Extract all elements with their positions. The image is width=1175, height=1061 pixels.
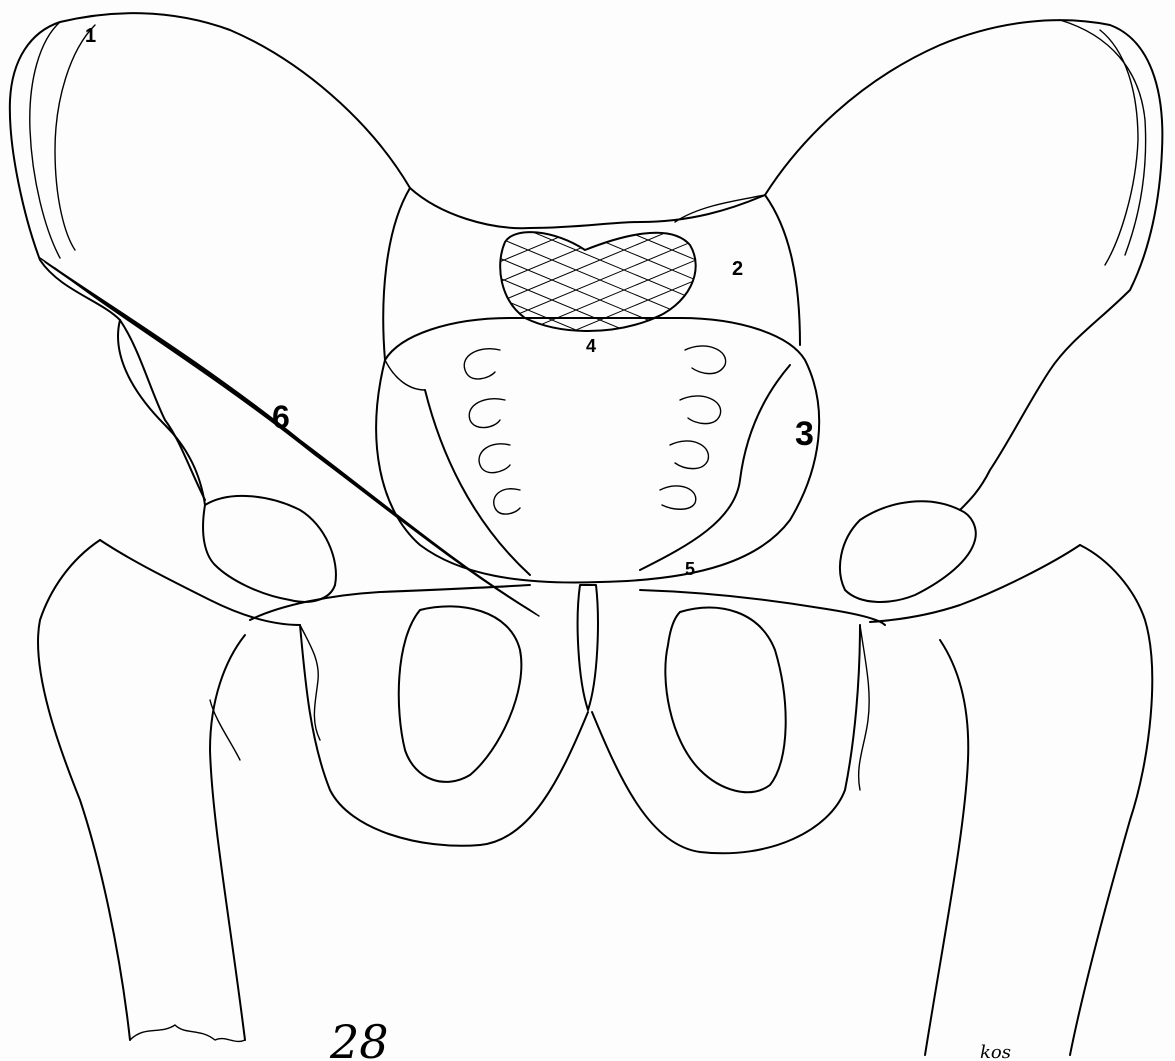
label-6: 6 <box>272 399 290 435</box>
right-iliac-wing <box>765 20 1162 510</box>
left-ischial-detail <box>300 625 320 740</box>
sacrum-outer-outline <box>376 318 819 583</box>
sacral-foramina-right <box>660 346 726 509</box>
right-obturator-foramen <box>665 608 785 793</box>
sacrum-inner-right <box>640 365 790 570</box>
sacral-foramina-left <box>464 349 520 514</box>
label-4: 4 <box>586 336 596 356</box>
sacrum-left-border <box>383 188 410 360</box>
right-iliac-crest-inner <box>1060 20 1146 255</box>
right-femur-neck <box>870 545 1080 622</box>
right-iliac-crest-rim <box>1100 30 1138 265</box>
hatched-lesion-outline <box>500 232 696 331</box>
left-femur-cut-edge <box>130 1025 245 1041</box>
handwritten-page-number: 28 <box>329 1015 389 1061</box>
sacrum-ala-left <box>385 360 425 390</box>
left-femoral-head <box>38 540 130 1040</box>
right-pubic-ramus-lower <box>592 625 860 853</box>
label-1: 1 <box>85 25 96 47</box>
right-femoral-head <box>1070 545 1152 1055</box>
label-2: 2 <box>732 258 743 280</box>
lesion-hatching <box>480 170 720 390</box>
label-5: 5 <box>685 559 695 579</box>
left-obturator-foramen <box>399 606 522 781</box>
pelvic-inlet-lower <box>250 585 885 625</box>
left-iliac-wing <box>10 13 410 500</box>
left-iliac-crest-inner <box>55 25 95 250</box>
right-acetabulum <box>840 501 976 602</box>
left-acetabulum <box>203 496 336 602</box>
pubic-symphysis <box>578 585 598 710</box>
sacrum-inner-left <box>425 390 530 575</box>
handwritten-initials: kos <box>980 1042 1011 1061</box>
right-femur-shaft-inner <box>925 640 968 1055</box>
label-3: 3 <box>795 415 814 453</box>
ligament-lines <box>40 258 539 616</box>
left-femur-shaft-inner <box>210 635 245 1040</box>
left-pubic-ramus-lower <box>300 625 588 846</box>
